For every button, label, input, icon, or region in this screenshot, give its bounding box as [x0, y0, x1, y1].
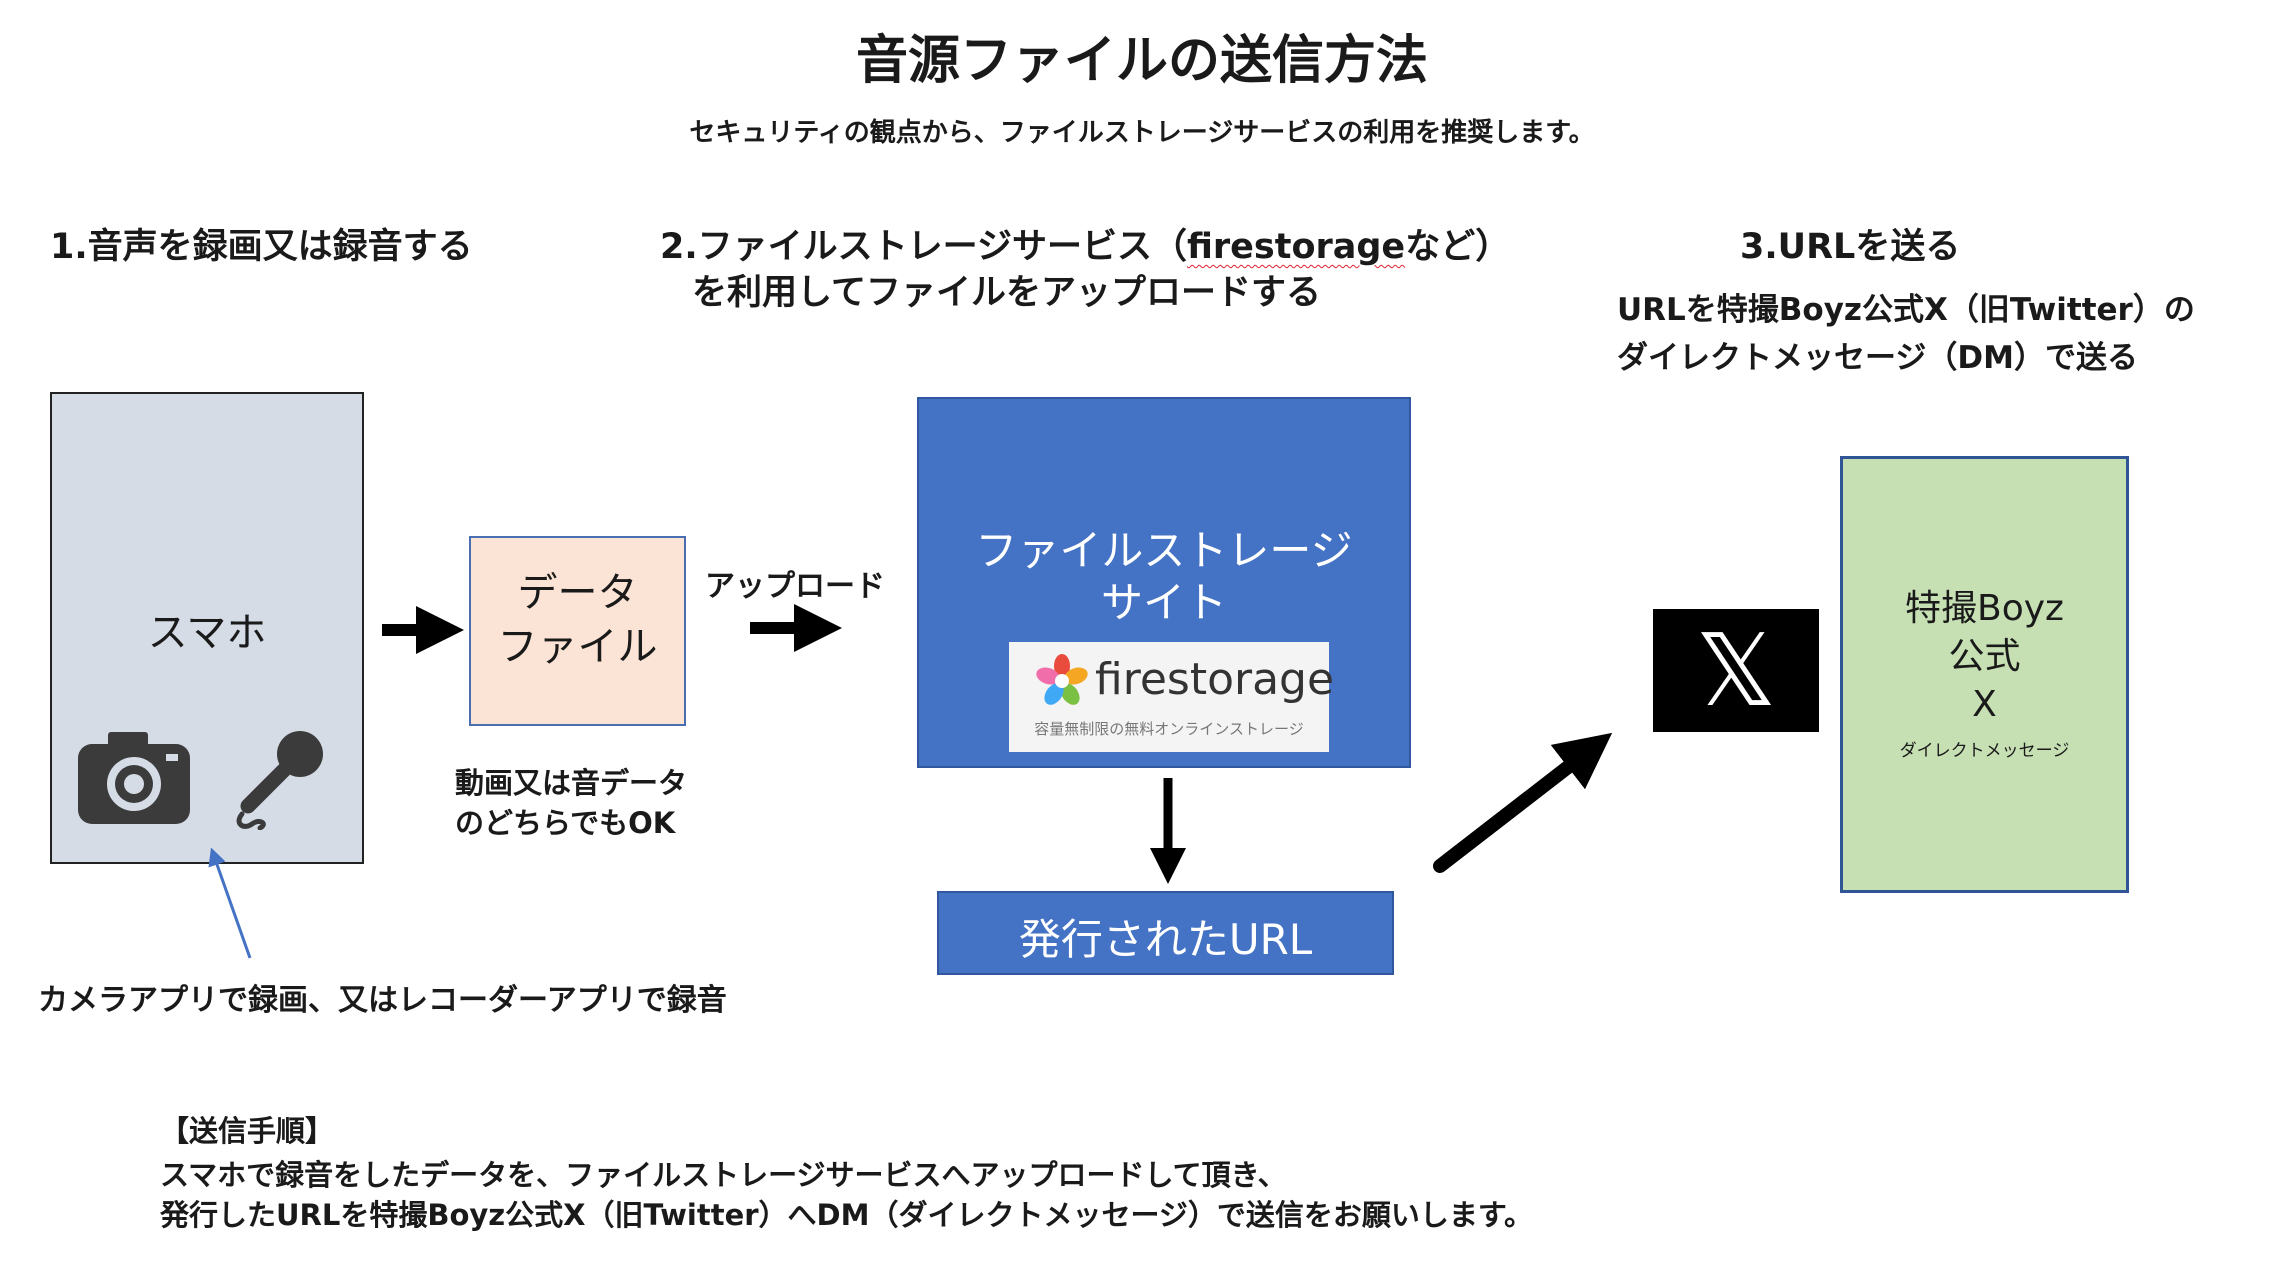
step3-line1: URLを特撮Boyz公式X（旧Twitter）の	[1617, 292, 2195, 328]
firestorage-logo-name: firestorage	[1095, 654, 1335, 705]
flower-icon	[1036, 654, 1088, 706]
phone-caption: カメラアプリで録画、又はレコーダーアプリで録音	[38, 983, 727, 1018]
step1-heading: 1.音声を録画又は録音する	[50, 227, 473, 267]
x-dm-label: 特撮Boyz 公式 X	[1840, 585, 2129, 729]
step2-heading-pre: 2.ファイルストレージサービス（	[660, 227, 1187, 267]
step2-heading: 2.ファイルストレージサービス（firestorageなど）	[660, 224, 1510, 270]
x-dm-label-line3: X	[1972, 684, 1997, 725]
step3-line2: ダイレクトメッセージ（DM）で送る	[1617, 340, 2138, 376]
step2-heading-brand: firestorage	[1186, 227, 1406, 267]
upload-label: アップロード	[705, 569, 885, 604]
firestorage-logo-tagline: 容量無制限の無料オンラインストレージ	[1034, 720, 1304, 738]
camera-icon	[78, 730, 190, 824]
data-file-box	[469, 536, 686, 726]
page-title: 音源ファイルの送信方法	[855, 31, 1428, 91]
x-dm-label-line1: 特撮Boyz	[1905, 588, 2064, 629]
page-subtitle: セキュリティの観点から、ファイルストレージサービスの利用を推奨します。	[689, 118, 1595, 148]
x-logo-box	[1653, 609, 1819, 732]
x-dm-box	[1840, 456, 2129, 893]
issued-url-label: 発行されたURL	[1018, 915, 1313, 964]
storage-site-label-line1: ファイルストレージ	[975, 526, 1353, 575]
storage-site-label-line2: サイト	[1100, 578, 1227, 627]
procedure-heading: 【送信手順】	[160, 1114, 335, 1148]
issued-url-box	[937, 891, 1394, 975]
x-dm-sublabel: ダイレクトメッセージ	[1899, 741, 2070, 761]
smartphone-label: スマホ	[147, 610, 267, 656]
arrow-caption-to-phone	[208, 847, 252, 959]
x-logo-icon: 𝕏	[1695, 612, 1777, 729]
step3-heading: 3.URLを送る	[1740, 227, 1961, 267]
microphone-icon	[230, 728, 326, 830]
data-file-label: データ ファイル	[469, 566, 686, 674]
storage-site-label: ファイルストレージ サイト	[917, 525, 1411, 629]
data-note-line1: 動画又は音データ	[455, 766, 688, 800]
data-file-label-line1: データ	[517, 570, 638, 616]
data-note-line2: のどちらでもOK	[455, 806, 676, 840]
data-file-label-line2: ファイル	[497, 624, 658, 670]
procedure-line1: スマホで録音をしたデータを、ファイルストレージサービスへアップロードして頂き、	[160, 1158, 1287, 1192]
procedure-line2: 発行したURLを特撮Boyz公式X（旧Twitter）へDM（ダイレクトメッセー…	[160, 1198, 1534, 1232]
step2-heading-post: など）	[1405, 227, 1511, 267]
step2-heading-line2: を利用してファイルをアップロードする	[692, 273, 1321, 313]
arrow-url-to-x	[1433, 732, 1613, 873]
x-dm-label-line2: 公式	[1948, 636, 2021, 677]
